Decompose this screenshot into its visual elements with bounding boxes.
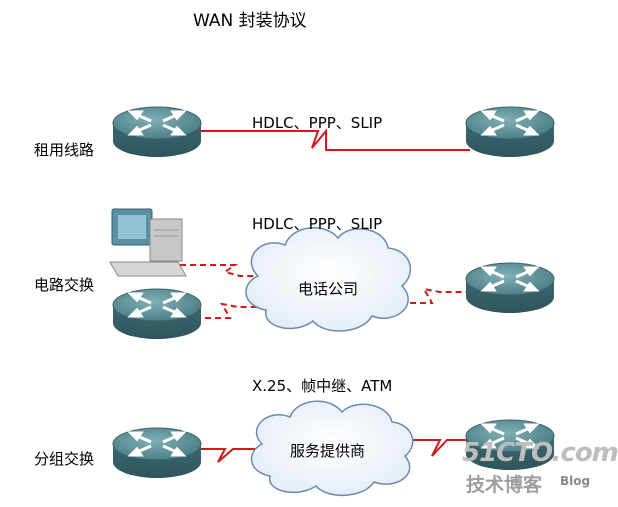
row-label-packet-switching: 分组交换 [34,450,95,468]
cloud-service-provider [250,400,414,497]
router-circuit-left [111,287,203,341]
cloud-telephone-company [245,227,412,332]
diagram-title: WAN 封装协议 [193,11,307,31]
leased-line-link [200,128,470,151]
watermark-blog: Blog [560,474,591,488]
watermark-sub: 技术博客 [466,474,543,496]
pc-icon [109,208,187,277]
router-leased-right [464,105,556,159]
diagram-graphics [109,105,556,497]
diagram-canvas: WAN 封装协议 租用线路 HDLC、PPP、SLIP 电路交换 HDLC、PP… [34,11,618,497]
row-label-circuit-switching: 电路交换 [34,276,95,294]
router-circuit-right [464,261,556,315]
router-leased-left [111,105,203,159]
router-packet-left [111,426,203,480]
cloud-label-telephone-company: 电话公司 [298,280,359,298]
row-label-leased-line: 租用线路 [34,141,95,159]
watermark-main: 51CTO.com [462,438,618,468]
row-protocols-packet-switching: X.25、帧中继、ATM [252,377,393,395]
packet-links [200,439,470,463]
circuit-dashed-links [180,264,470,319]
row-protocols-circuit-switching: HDLC、PPP、SLIP [252,215,383,233]
cloud-label-service-provider: 服务提供商 [290,442,366,460]
row-protocols-leased-line: HDLC、PPP、SLIP [252,114,383,132]
